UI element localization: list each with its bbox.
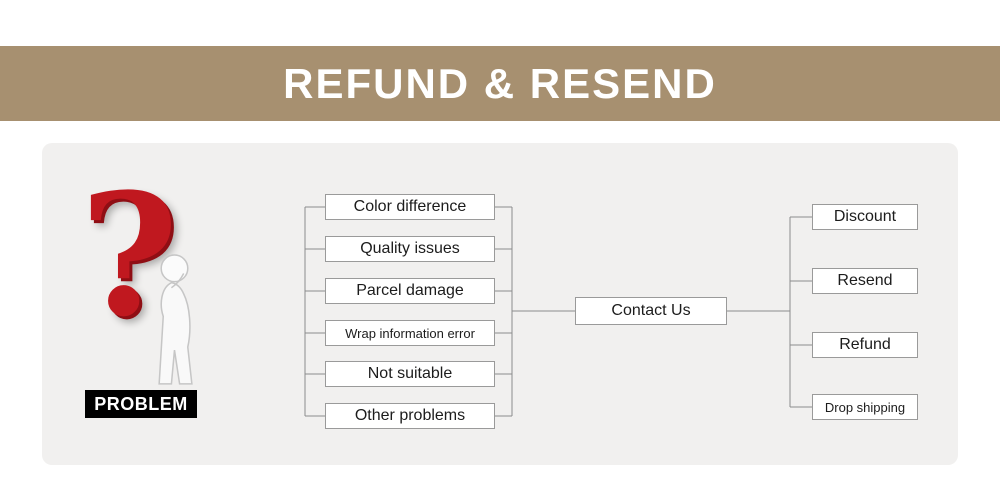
problem-box-quality-issues: Quality issues: [325, 236, 495, 262]
connector-path: [304, 206, 812, 417]
title-banner: REFUND & RESEND: [0, 46, 1000, 121]
solution-box-discount: Discount: [812, 204, 918, 230]
person-arm: [170, 273, 185, 289]
solution-box-refund: Refund: [812, 332, 918, 358]
person-body: [158, 281, 193, 385]
solution-box-drop-shipping: Drop shipping: [812, 394, 918, 420]
problem-box-not-suitable: Not suitable: [325, 361, 495, 387]
problem-box-parcel-damage: Parcel damage: [325, 278, 495, 304]
problem-box-color-difference: Color difference: [325, 194, 495, 220]
flow-connector-lines: [304, 206, 812, 417]
contact-us-box: Contact Us: [575, 297, 727, 325]
solution-box-resend: Resend: [812, 268, 918, 294]
problem-badge: PROBLEM: [85, 390, 197, 418]
page-title: REFUND & RESEND: [283, 59, 717, 107]
person-head: [160, 254, 189, 283]
problem-box-other-problems: Other problems: [325, 403, 495, 429]
problem-box-wrap-information-error: Wrap information error: [325, 320, 495, 346]
flowchart-panel: ? PROBLEM Color difference Quality issue…: [42, 143, 958, 465]
thinking-person-icon: [158, 254, 193, 385]
